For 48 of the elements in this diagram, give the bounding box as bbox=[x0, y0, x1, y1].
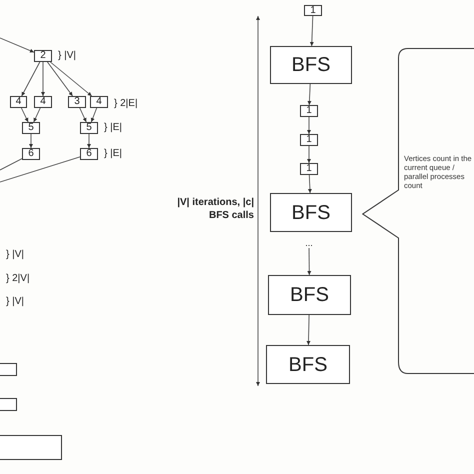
arrow bbox=[20, 108, 29, 122]
arrow bbox=[0, 38, 34, 53]
arrow bbox=[21, 62, 40, 96]
arrow bbox=[307, 248, 312, 276]
brace-label: } |V| bbox=[6, 249, 24, 261]
arrow bbox=[47, 62, 73, 96]
number-box: 5 bbox=[80, 122, 98, 134]
process-box: BFS bbox=[266, 345, 350, 384]
number-box: 4 bbox=[34, 96, 52, 108]
number-box: 4 bbox=[10, 96, 27, 108]
brace-label: } |V| bbox=[6, 296, 24, 308]
process-box: BFS bbox=[270, 46, 352, 84]
number-box: 5 bbox=[22, 122, 40, 134]
arrow bbox=[79, 108, 87, 122]
number-box: 2 bbox=[34, 50, 52, 62]
number-box: 6 bbox=[80, 148, 98, 160]
arrow bbox=[41, 62, 45, 96]
arrow bbox=[29, 134, 33, 148]
ellipsis-text: ... bbox=[300, 238, 318, 248]
empty-box bbox=[0, 398, 17, 411]
arrow bbox=[307, 146, 311, 164]
brace-label: } 2|E| bbox=[114, 98, 138, 110]
empty-box bbox=[0, 363, 17, 376]
brace-label: } |E| bbox=[104, 148, 122, 160]
number-box: 1 bbox=[304, 5, 322, 16]
arrow bbox=[310, 16, 314, 46]
axis-label: |V| iterations, |c| BFS calls bbox=[176, 196, 254, 222]
arrow bbox=[33, 108, 41, 122]
number-box: 4 bbox=[90, 96, 108, 108]
number-box: 1 bbox=[300, 163, 318, 175]
process-box: BFS bbox=[270, 193, 352, 232]
arrow bbox=[307, 116, 311, 134]
arrow bbox=[307, 84, 312, 106]
brace-label: } 2|V| bbox=[6, 273, 30, 285]
empty-box bbox=[0, 435, 62, 460]
callout-bubble bbox=[362, 48, 474, 374]
brace-label: } |V| bbox=[58, 50, 76, 62]
number-box: 6 bbox=[22, 148, 40, 160]
arrow bbox=[306, 314, 310, 346]
arrow bbox=[87, 134, 91, 148]
number-box: 1 bbox=[300, 105, 318, 117]
number-box: 3 bbox=[68, 96, 86, 108]
arrow bbox=[50, 62, 92, 96]
brace-label: } |E| bbox=[104, 122, 122, 134]
number-box: 1 bbox=[300, 134, 318, 146]
process-box: BFS bbox=[268, 275, 351, 315]
arrow bbox=[308, 174, 312, 194]
arrow bbox=[90, 108, 98, 122]
